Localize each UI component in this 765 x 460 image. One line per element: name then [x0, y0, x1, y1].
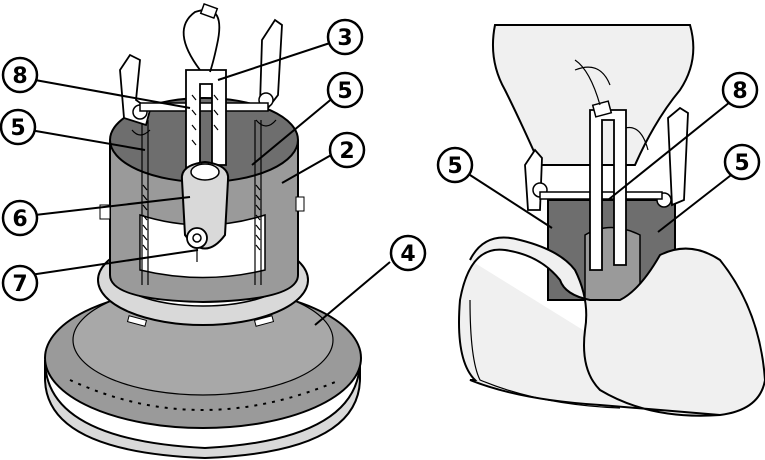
- svg-text:6: 6: [12, 207, 27, 232]
- right-installation-illustration: [458, 24, 765, 417]
- clip-right-b: [667, 106, 689, 207]
- lamp-socket: [186, 227, 208, 262]
- lower-hands: [458, 236, 765, 417]
- svg-text:2: 2: [339, 139, 354, 164]
- svg-text:4: 4: [400, 242, 415, 267]
- svg-text:5: 5: [734, 151, 749, 176]
- callout-8-right: 8: [721, 71, 759, 109]
- cross-bar-left: [139, 102, 269, 112]
- upper-hand: [492, 24, 695, 166]
- callout-2: 2: [328, 131, 366, 169]
- svg-text:5: 5: [10, 116, 25, 141]
- callout-5-right-b: 5: [723, 143, 761, 181]
- left-fixture-illustration: [29, 2, 391, 460]
- wire-tag: [199, 2, 219, 20]
- wire-loop: [182, 9, 221, 73]
- callout-5-right-top: 5: [326, 71, 364, 109]
- callout-5-left-top: 5: [0, 108, 37, 146]
- svg-text:5: 5: [447, 154, 462, 179]
- callout-7: 7: [1, 264, 39, 302]
- socket-holder: [180, 160, 230, 250]
- svg-text:3: 3: [337, 26, 352, 51]
- svg-text:5: 5: [337, 79, 352, 104]
- svg-text:8: 8: [12, 64, 27, 89]
- leader-lines-left: [29, 41, 391, 326]
- bracket-right: [589, 109, 627, 271]
- svg-text:7: 7: [12, 272, 27, 297]
- clip-right-a: [524, 148, 543, 211]
- callout-6: 6: [1, 199, 39, 237]
- callout-8-left: 8: [1, 56, 39, 94]
- callout-3: 3: [326, 18, 364, 56]
- callout-4: 4: [389, 234, 427, 272]
- svg-text:8: 8: [732, 79, 747, 104]
- leader-lines-right: [469, 97, 736, 233]
- callout-5-right-a: 5: [436, 146, 474, 184]
